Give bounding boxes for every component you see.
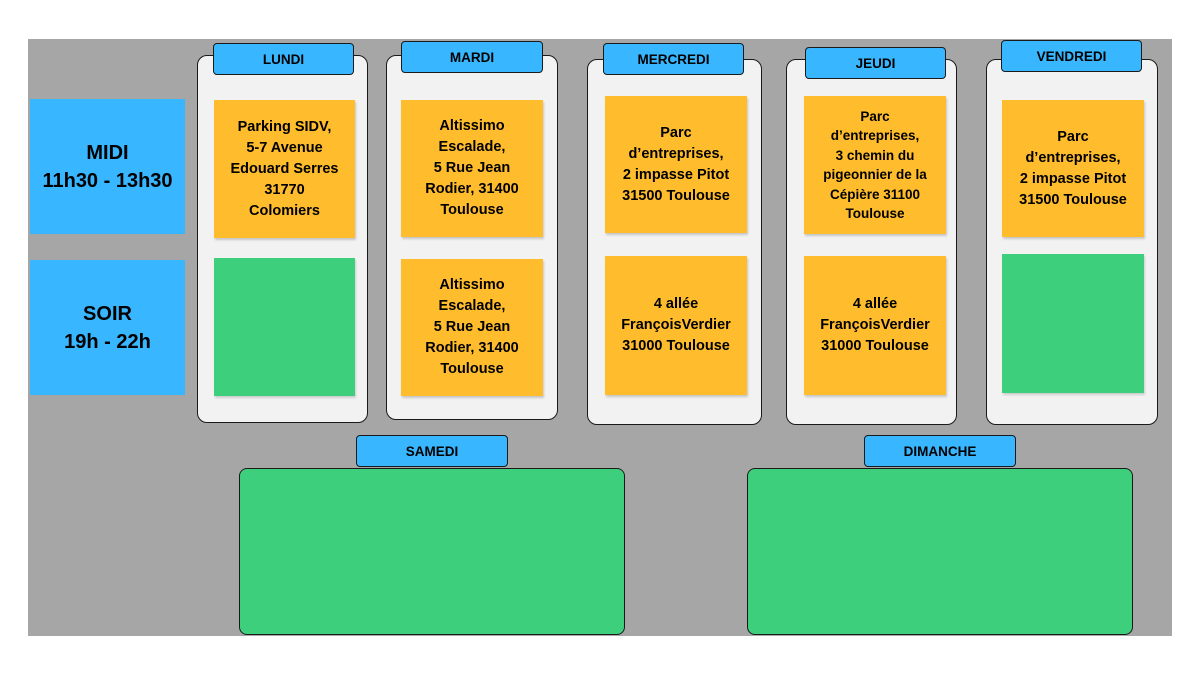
day-tab-mardi[interactable]: MARDI	[401, 41, 543, 73]
day-tab-vendredi[interactable]: VENDREDI	[1001, 40, 1142, 72]
slot-soir-hours: 19h - 22h	[64, 330, 151, 353]
day-tab-jeudi[interactable]: JEUDI	[805, 47, 946, 79]
note-mercredi-midi: Parc d’entreprises, 2 impasse Pitot 3150…	[605, 96, 747, 233]
slot-label-midi: MIDI 11h30 - 13h30	[30, 99, 185, 234]
slot-midi-name: MIDI	[86, 141, 129, 164]
day-tab-samedi[interactable]: SAMEDI	[356, 435, 508, 467]
slot-soir-name: SOIR	[83, 302, 132, 325]
note-jeudi-midi: Parc d’entreprises, 3 chemin du pigeonni…	[804, 96, 946, 234]
note-lundi-midi: Parking SIDV, 5-7 Avenue Edouard Serres …	[214, 100, 355, 238]
empty-note-vendredi-soir	[1002, 254, 1144, 393]
note-mardi-midi: Altissimo Escalade, 5 Rue Jean Rodier, 3…	[401, 100, 543, 237]
slot-midi-hours: 11h30 - 13h30	[42, 169, 173, 192]
empty-note-lundi-soir	[214, 258, 355, 396]
day-tab-dimanche[interactable]: DIMANCHE	[864, 435, 1016, 467]
note-mardi-soir: Altissimo Escalade, 5 Rue Jean Rodier, 3…	[401, 259, 543, 396]
day-tab-mercredi[interactable]: MERCREDI	[603, 43, 744, 75]
day-tab-lundi[interactable]: LUNDI	[213, 43, 354, 75]
note-vendredi-midi: Parc d’entreprises, 2 impasse Pitot 3150…	[1002, 100, 1144, 237]
day-box-samedi	[239, 468, 625, 635]
note-mercredi-soir: 4 allée FrançoisVerdier 31000 Toulouse	[605, 256, 747, 395]
slot-label-soir: SOIR 19h - 22h	[30, 260, 185, 395]
day-box-dimanche	[747, 468, 1133, 635]
note-jeudi-soir: 4 allée FrançoisVerdier 31000 Toulouse	[804, 256, 946, 395]
